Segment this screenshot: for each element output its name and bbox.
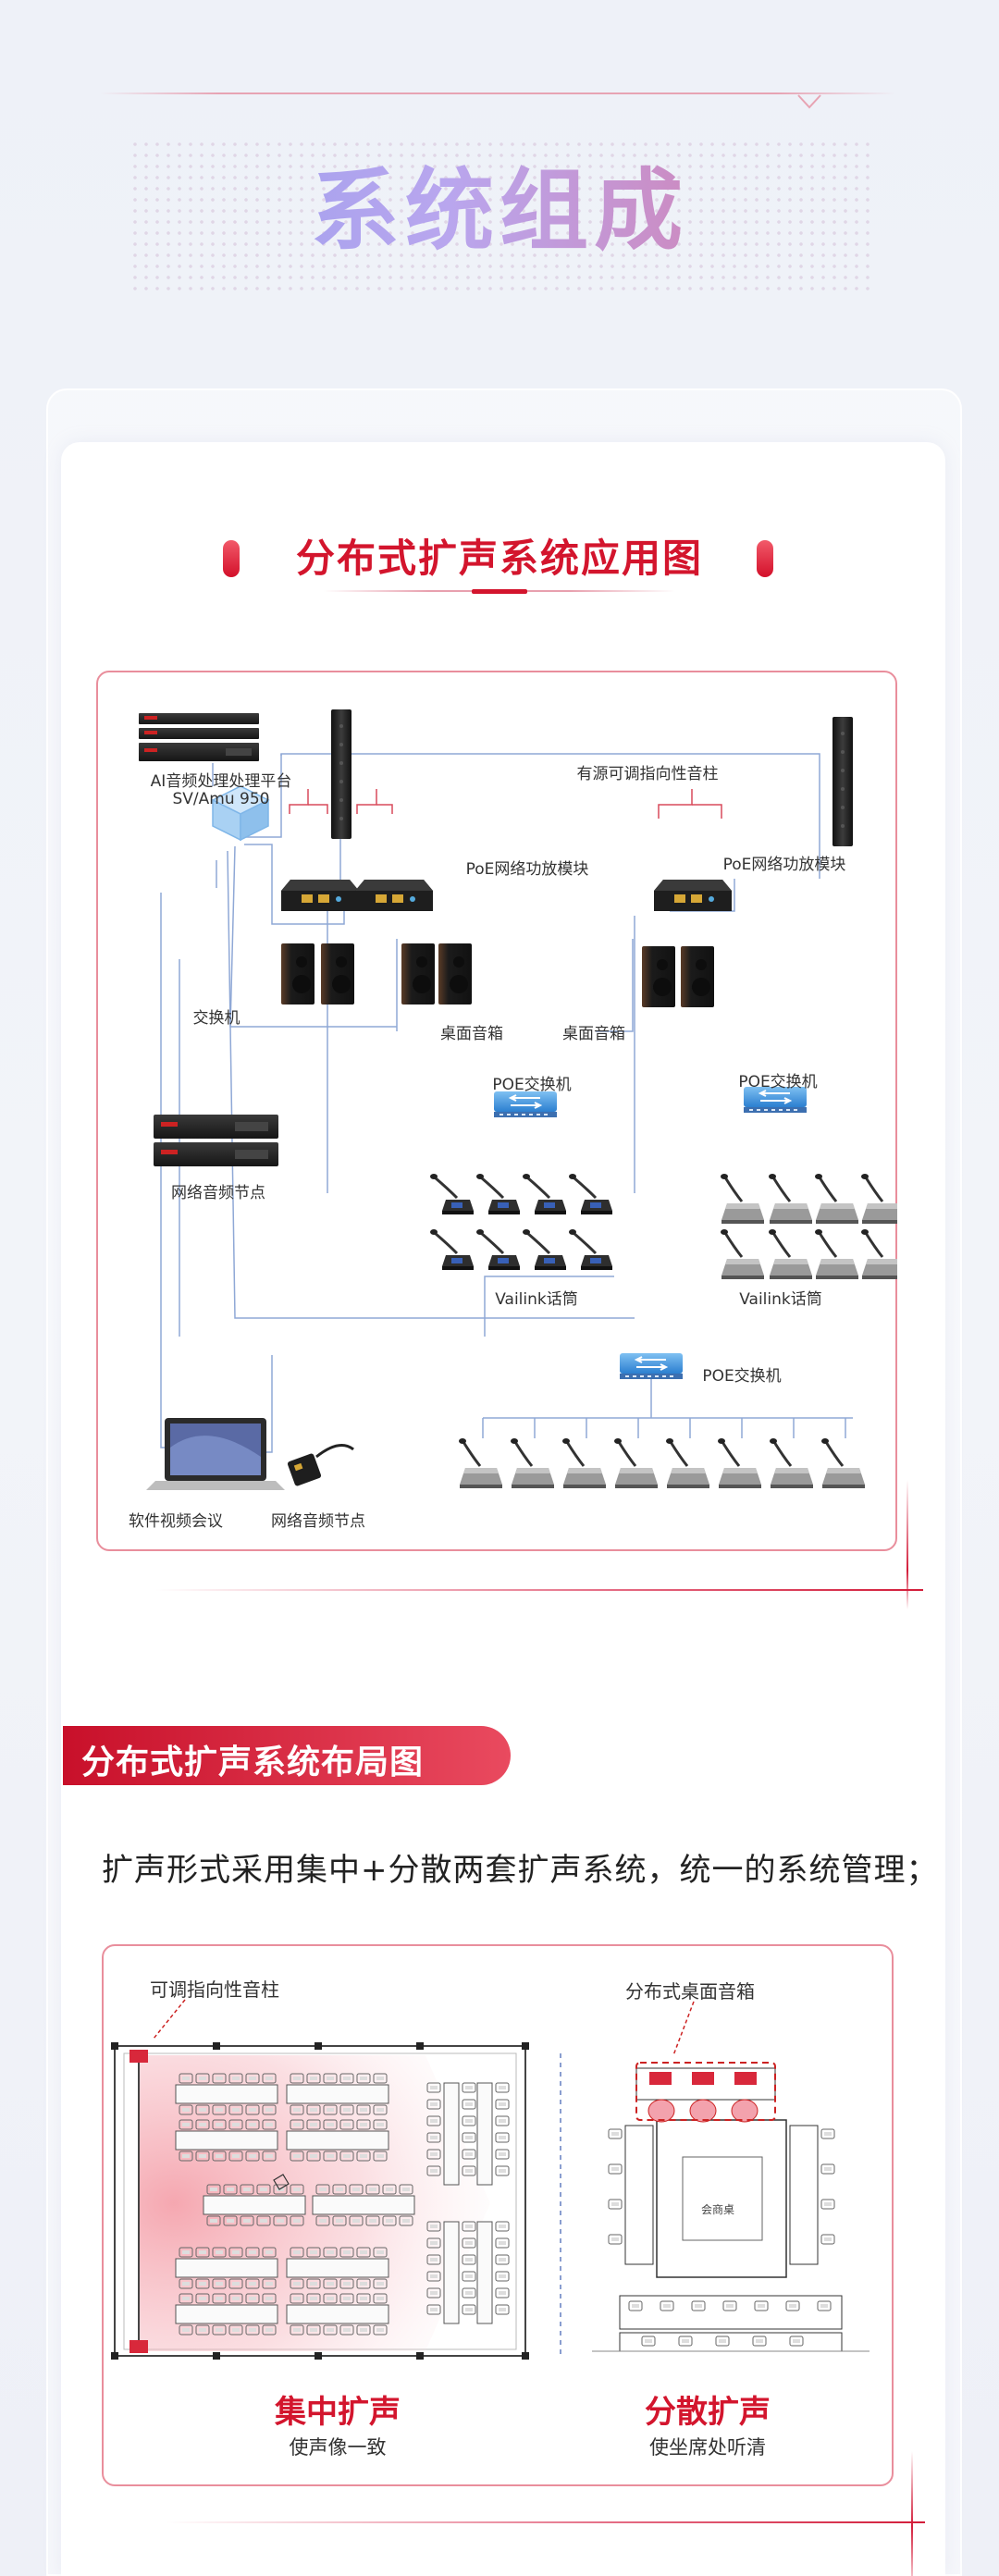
desk-speaker-callout: 分布式桌面音箱	[625, 1980, 755, 2003]
section2-title: 分布式扩声系统布局图	[81, 1744, 425, 1781]
central-caption-subtitle: 使声像一致	[289, 2436, 387, 2459]
top-divider	[100, 92, 895, 94]
section1-bottom-rule	[155, 1589, 923, 1591]
amp-module-label-left: PoE网络功放模块	[465, 860, 589, 879]
section1-cross-mark	[906, 1480, 908, 1609]
processor-model-label: SV/Amu 950	[172, 790, 270, 808]
section2-bottom-rule	[166, 2521, 925, 2523]
conference-table-label: 会商桌	[700, 2203, 734, 2216]
system-diagram	[139, 709, 897, 1490]
callout-line-left	[153, 1999, 186, 2040]
desk-speaker-label-2: 桌面音箱	[562, 1025, 625, 1043]
poe-switch-label-left: POE交换机	[492, 1076, 572, 1094]
dot-pattern	[130, 139, 870, 296]
section1-title: 分布式扩声系统应用图	[295, 536, 703, 581]
layout-diagram	[111, 2042, 870, 2360]
desk-speaker-label-1: 桌面音箱	[440, 1025, 503, 1043]
software-conference-label: 软件视频会议	[129, 1512, 223, 1531]
title-pill-right	[757, 540, 773, 577]
callout-line-right	[672, 2001, 695, 2056]
network-node-label: 网络音频节点	[171, 1184, 265, 1202]
page-title: 系统组成	[0, 139, 999, 267]
poe-switch-label-right: POE交换机	[738, 1073, 818, 1091]
network-node-label-2: 网络音频节点	[271, 1512, 365, 1531]
title-pill-left	[223, 540, 240, 577]
distributed-caption-subtitle: 使坐席处听清	[649, 2436, 766, 2459]
mic-label-right: Vailink话筒	[739, 1290, 822, 1309]
section2-cross-mark	[911, 2451, 913, 2576]
poe-switch-label-bottom: POE交换机	[702, 1367, 782, 1386]
column-speaker-label: 有源可调指向性音柱	[576, 765, 719, 783]
central-caption-title: 集中扩声	[275, 2394, 401, 2431]
amp-module-label-right: PoE网络功放模块	[722, 856, 846, 874]
section1-underline-mark	[472, 589, 527, 594]
mic-label-left: Vailink话筒	[495, 1290, 578, 1309]
section2-description: 扩声形式采用集中+分散两套扩声系统，统一的系统管理；	[102, 1852, 939, 1889]
processor-label: AI音频处理处理平台	[150, 772, 292, 791]
distributed-caption-title: 分散扩声	[645, 2394, 771, 2431]
column-speaker-callout: 可调指向性音柱	[150, 1978, 279, 2001]
switch-label: 交换机	[192, 1009, 240, 1028]
section2-banner	[63, 1726, 511, 1785]
top-notch-marker	[797, 94, 821, 109]
processor-stack	[139, 713, 259, 761]
